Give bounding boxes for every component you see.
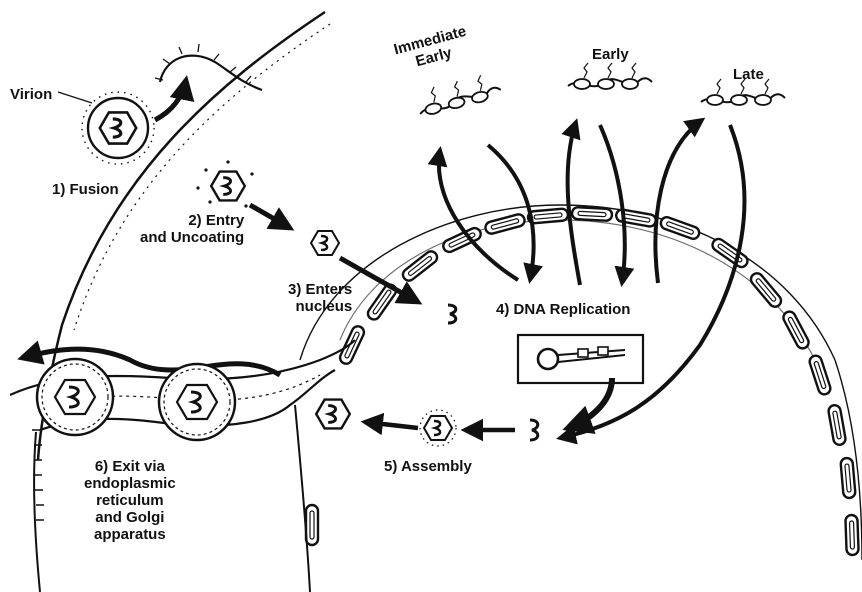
label-fusion: 1) Fusion xyxy=(52,181,119,198)
fused-membrane xyxy=(160,56,262,90)
fusion-arrow xyxy=(155,80,186,120)
replication-box xyxy=(518,335,643,383)
assembling-capsid-icon xyxy=(424,416,452,440)
label-early: Early xyxy=(592,46,629,63)
virion-pointer xyxy=(58,92,92,103)
virion-icon xyxy=(82,92,154,164)
transcript-icons xyxy=(415,63,785,117)
uncoating-capsid-icon xyxy=(196,160,253,207)
mature-capsid-icon xyxy=(316,400,350,429)
label-late: Late xyxy=(733,66,764,83)
assembly-arrow-2 xyxy=(365,422,418,428)
entry-arrow xyxy=(250,205,290,228)
label-assembly: 5) Assembly xyxy=(384,458,472,475)
progeny-dna-icon xyxy=(530,420,538,440)
viral-dna-icon xyxy=(448,305,456,323)
transcription-loops xyxy=(439,120,745,438)
capsid-icon xyxy=(311,231,339,255)
label-dna-replication: 4) DNA Replication xyxy=(496,301,630,318)
label-virion: Virion xyxy=(10,86,52,103)
replication-arrow xyxy=(568,378,612,428)
vesicles xyxy=(37,359,235,440)
